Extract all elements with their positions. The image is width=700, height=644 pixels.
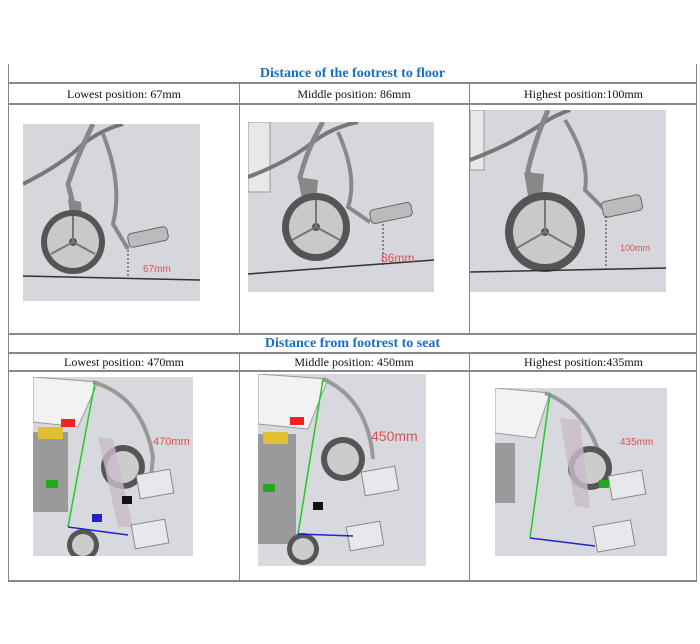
divider	[9, 103, 696, 105]
divider	[239, 82, 240, 333]
header-highest-floor: Highest position:100mm	[523, 87, 643, 101]
divider	[9, 580, 696, 582]
header-highest-seat: Highest position:435mm	[523, 355, 643, 369]
dimension-label: 67mm	[143, 264, 171, 275]
divider	[9, 370, 696, 372]
dimension-label: 100mm	[620, 243, 650, 253]
dimension-label: 450mm	[371, 428, 418, 444]
header-lowest-seat: Lowest position: 470mm	[64, 355, 184, 369]
section-title-seat: Distance from footrest to seat	[264, 336, 441, 351]
header-lowest-floor: Lowest position: 67mm	[67, 87, 181, 101]
footrest-table: Distance of the footrest to floor Lowest…	[8, 64, 697, 582]
divider	[239, 352, 240, 581]
footrest-seat-lowest-image: 470mm	[33, 377, 193, 556]
header-middle-seat: Middle position: 450mm	[294, 355, 414, 369]
footrest-seat-middle-image: 450mm	[258, 374, 426, 566]
footrest-seat-highest-image: 435mm	[495, 388, 667, 556]
footrest-floor-middle-image: 86mm	[248, 122, 434, 292]
dimension-label: 435mm	[620, 437, 653, 448]
divider	[9, 333, 696, 335]
footrest-floor-lowest-image: 67mm	[23, 124, 200, 301]
divider	[469, 352, 470, 581]
dimension-label: 470mm	[153, 436, 190, 448]
header-middle-floor: Middle position: 86mm	[297, 87, 411, 101]
dimension-label: 86mm	[381, 251, 414, 265]
footrest-floor-highest-image: 100mm	[470, 110, 666, 292]
divider	[9, 352, 696, 354]
divider	[9, 82, 696, 84]
divider	[469, 82, 470, 333]
section-title-floor: Distance of the footrest to floor	[259, 66, 446, 81]
